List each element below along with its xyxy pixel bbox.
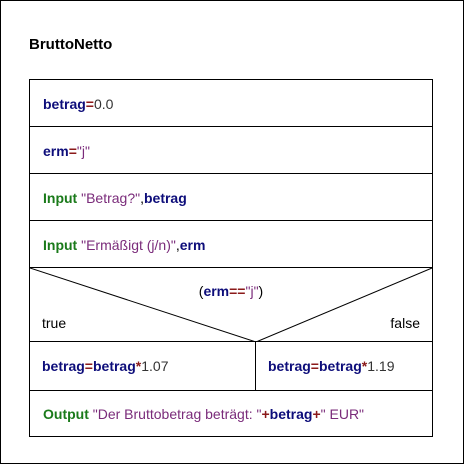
false-label: false [390, 315, 420, 331]
operator: = [84, 358, 93, 374]
input-block-2[interactable]: Input "Ermäßigt (j/n)",erm [29, 220, 433, 268]
string-literal: "Betrag?" [81, 189, 141, 206]
operator: * [135, 358, 142, 374]
keyword: Output [43, 405, 89, 422]
diagonal-left [30, 268, 257, 342]
false-branch-block[interactable]: betrag=betrag*1.19 [256, 342, 432, 390]
variable: erm [203, 283, 230, 299]
string-quote: " [76, 142, 82, 159]
string-quote: " [84, 142, 90, 159]
statement-block-1[interactable]: betrag=0.0 [29, 79, 433, 127]
variable: betrag [43, 95, 86, 112]
output-block[interactable]: Output "Der Bruttobetrag beträgt: "+betr… [29, 390, 433, 437]
variable: betrag [269, 405, 313, 422]
variable: betrag [42, 358, 85, 374]
string-literal: "Der Bruttobetrag beträgt: " [92, 405, 262, 422]
variable: betrag [143, 189, 187, 206]
string-literal: "Ermäßigt (j/n)" [81, 236, 176, 253]
comma: , [140, 189, 144, 206]
paren-open: ( [198, 283, 204, 299]
number-literal: 1.19 [367, 358, 395, 374]
variable: erm [179, 236, 206, 253]
variable: erm [43, 142, 69, 159]
true-branch-block[interactable]: betrag=betrag*1.07 [30, 342, 256, 390]
variable: betrag [268, 358, 311, 374]
number-literal: 1.07 [141, 358, 169, 374]
operator: + [312, 405, 321, 422]
keyword: Input [43, 189, 78, 206]
condition-block[interactable]: (erm=="j") true false [29, 267, 433, 342]
operator: = [310, 358, 319, 374]
operator: + [261, 405, 270, 422]
string-literal: j [81, 142, 85, 159]
branch-row: betrag=betrag*1.07 betrag=betrag*1.19 [29, 341, 433, 390]
true-label: true [42, 315, 67, 331]
variable: betrag [318, 358, 362, 374]
operator: == [229, 283, 246, 299]
diagonal-right [255, 268, 433, 342]
string-literal: "j" [245, 283, 259, 299]
diagram-title: BruttoNetto [29, 36, 113, 53]
string-literal: " EUR" [320, 405, 365, 422]
comma: , [175, 236, 180, 253]
condition-diagonals [30, 268, 433, 342]
operator: = [68, 142, 77, 159]
condition-expression: (erm=="j") [30, 283, 432, 299]
paren-close: ) [258, 283, 264, 299]
input-block-1[interactable]: Input "Betrag?",betrag [29, 173, 433, 221]
number-literal: 0.0 [93, 95, 114, 112]
variable: betrag [92, 358, 136, 374]
operator: = [85, 95, 94, 112]
operator: * [361, 358, 368, 374]
keyword: Input [43, 236, 78, 253]
statement-block-2[interactable]: erm="j" [29, 126, 433, 174]
